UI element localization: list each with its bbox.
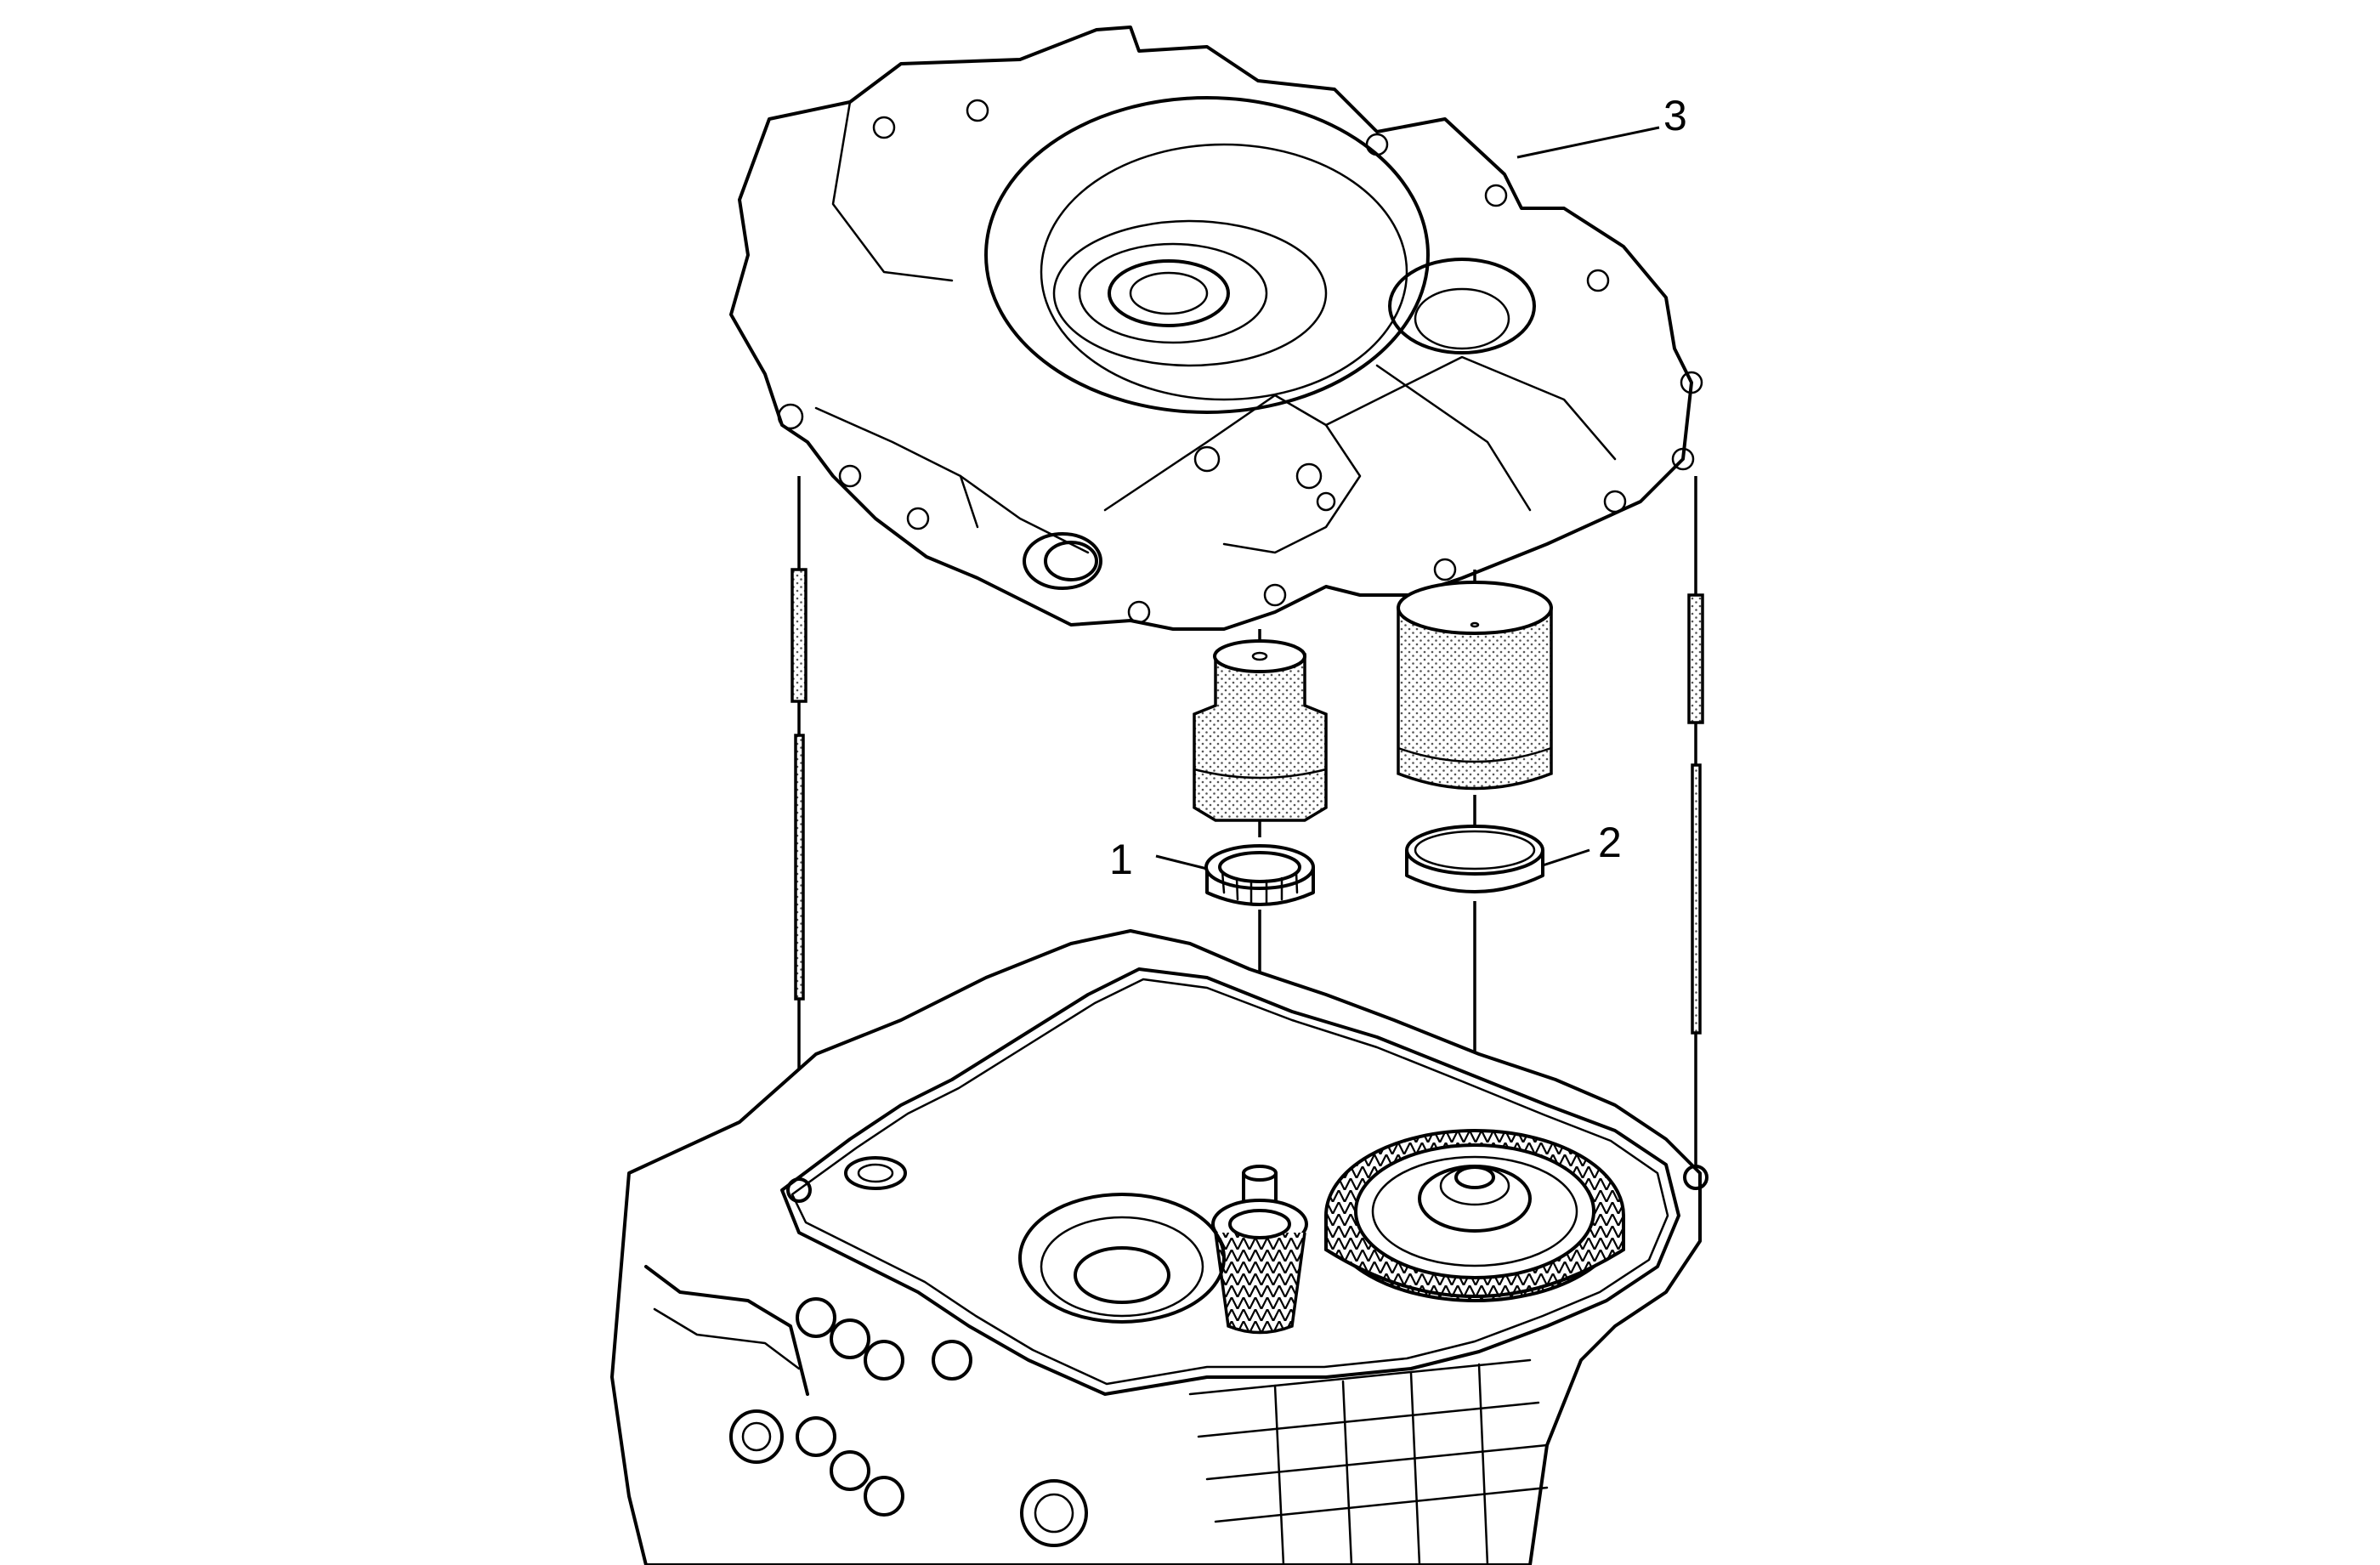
bushing-installer-tool-right: [1397, 570, 1553, 829]
callout-1-leader: [1155, 854, 1208, 870]
differential-ring-gear: [1324, 1129, 1625, 1302]
callout-1-label: 1: [1109, 836, 1133, 883]
bushing-item-2: [1405, 825, 1544, 1165]
pinion-gear: [1211, 1165, 1308, 1335]
transmission-case-cover: [729, 26, 1703, 631]
bearing-installer-tool-left: [1193, 629, 1328, 837]
bearing-item-1: [1204, 844, 1315, 1190]
right-alignment-line: [1687, 476, 1704, 1177]
callout-3-label: 3: [1663, 92, 1687, 139]
left-alignment-line: [790, 476, 808, 1190]
pan-grid: [1188, 1358, 1549, 1565]
callout-2-label: 2: [1598, 819, 1622, 866]
callout-2-leader: [1542, 848, 1590, 867]
callout-3-leader: [1516, 126, 1660, 159]
transmission-lower-case: [610, 929, 1708, 1565]
